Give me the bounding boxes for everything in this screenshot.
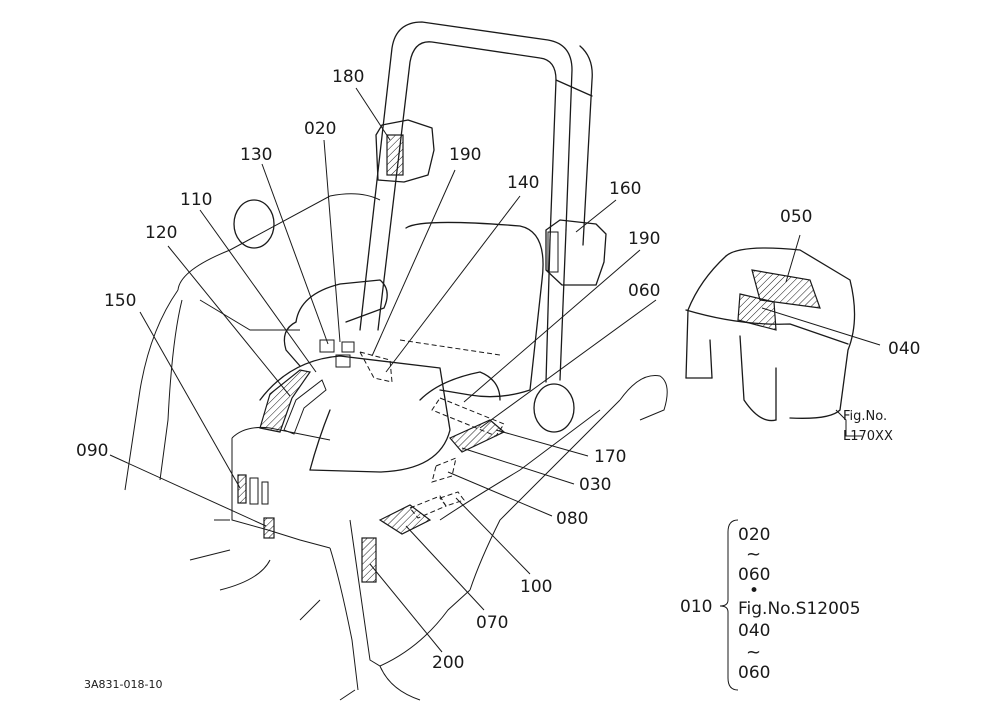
callout-100: 100: [520, 577, 552, 597]
callout-030: 030: [579, 475, 611, 495]
callout-160: 160: [609, 179, 641, 199]
reference-legend: 010 020 ~ 060 • Fig.No.S12005 040 ~ 060: [680, 519, 861, 691]
callout-120: 120: [145, 223, 177, 243]
decal-090b: [263, 517, 275, 539]
callout-040: 040: [888, 339, 920, 359]
callout-180: 180: [332, 67, 364, 87]
inset-hood: [685, 247, 856, 422]
legend-top-from: 020: [738, 525, 770, 545]
legend-top-to: 060: [738, 565, 770, 585]
callout-140: 140: [507, 173, 539, 193]
legend-top-tilde: ~: [746, 544, 761, 565]
callout-130: 130: [240, 145, 272, 165]
callout-150: 150: [104, 291, 136, 311]
legend-bottom-tilde: ~: [746, 642, 761, 663]
decal-030: [449, 419, 506, 453]
decals: [237, 339, 506, 583]
legend-group-label: 010: [680, 597, 712, 617]
inset-fig-number: L170XX: [843, 429, 893, 444]
legend-bottom-from: 040: [738, 621, 770, 641]
decal-050: [751, 269, 821, 309]
callout-200: 200: [432, 653, 464, 673]
decal-040: [737, 293, 777, 331]
callout-020: 020: [304, 119, 336, 139]
decal-200: [361, 537, 377, 583]
drawing-code: 3A831-018-10: [84, 678, 162, 691]
callout-060: 060: [628, 281, 660, 301]
tractor-body: [124, 193, 668, 701]
decal-090a: [237, 474, 247, 504]
seat: [233, 199, 575, 473]
callout-070: 070: [476, 613, 508, 633]
legend-dot: •: [749, 581, 759, 601]
rops-frame: [359, 21, 607, 383]
callout-190-upper: 190: [449, 145, 481, 165]
callout-080: 080: [556, 509, 588, 529]
callout-090: 090: [76, 441, 108, 461]
legend-reference: Fig.No.S12005: [738, 599, 861, 619]
callout-170: 170: [594, 447, 626, 467]
decal-120: [259, 369, 312, 433]
decal-180: [386, 134, 404, 176]
legend-bottom-to: 060: [738, 663, 770, 683]
callout-190-lower: 190: [628, 229, 660, 249]
inset-fig-label: Fig.No.: [843, 409, 887, 424]
leader-lines: [109, 87, 881, 653]
callout-110: 110: [180, 190, 212, 210]
decal-070: [378, 504, 432, 535]
callout-050: 050: [780, 207, 812, 227]
